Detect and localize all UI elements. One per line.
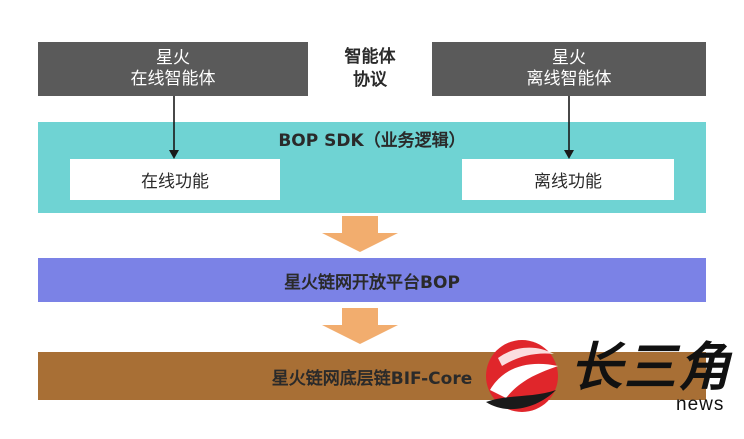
watermark-logo-text: 长三角 (570, 337, 733, 398)
red-swirl-logo-icon (486, 340, 558, 412)
bif-core-label: 星火链网底层链BIF-Core (271, 368, 473, 389)
online-connector-arrowhead (169, 150, 179, 159)
bif-core-layer: 星火链网底层链BIF-Core (38, 352, 706, 400)
news-watermark: 长三角 news (478, 332, 740, 422)
online-agent-line2: 在线智能体 (130, 69, 216, 89)
offline-agent-line2: 离线智能体 (526, 69, 612, 89)
agent-protocol-label: 智能体 协议 (318, 46, 422, 92)
online-function-label: 在线功能 (141, 172, 209, 192)
online-agent-box: 星火 在线智能体 (38, 42, 308, 96)
protocol-line2: 协议 (353, 70, 387, 90)
sdk-to-bop-flow-arrow (322, 216, 398, 252)
offline-connector-arrowhead (564, 150, 574, 159)
bop-platform-label: 星火链网开放平台BOP (284, 272, 460, 293)
protocol-line1: 智能体 (344, 47, 396, 67)
online-agent-line1: 星火 (156, 48, 190, 68)
offline-function-box: 离线功能 (462, 159, 674, 200)
offline-function-label: 离线功能 (534, 172, 602, 192)
bop-platform-layer: 星火链网开放平台BOP (38, 258, 706, 302)
online-function-box: 在线功能 (70, 159, 280, 200)
bop-sdk-layer: BOP SDK（业务逻辑） 在线功能 离线功能 (38, 122, 706, 213)
sdk-title: BOP SDK（业务逻辑） (278, 131, 466, 151)
offline-agent-box: 星火 离线智能体 (432, 42, 706, 96)
watermark-news-text: news (676, 394, 725, 415)
offline-agent-line1: 星火 (552, 48, 586, 68)
bop-to-core-flow-arrow (322, 308, 398, 344)
